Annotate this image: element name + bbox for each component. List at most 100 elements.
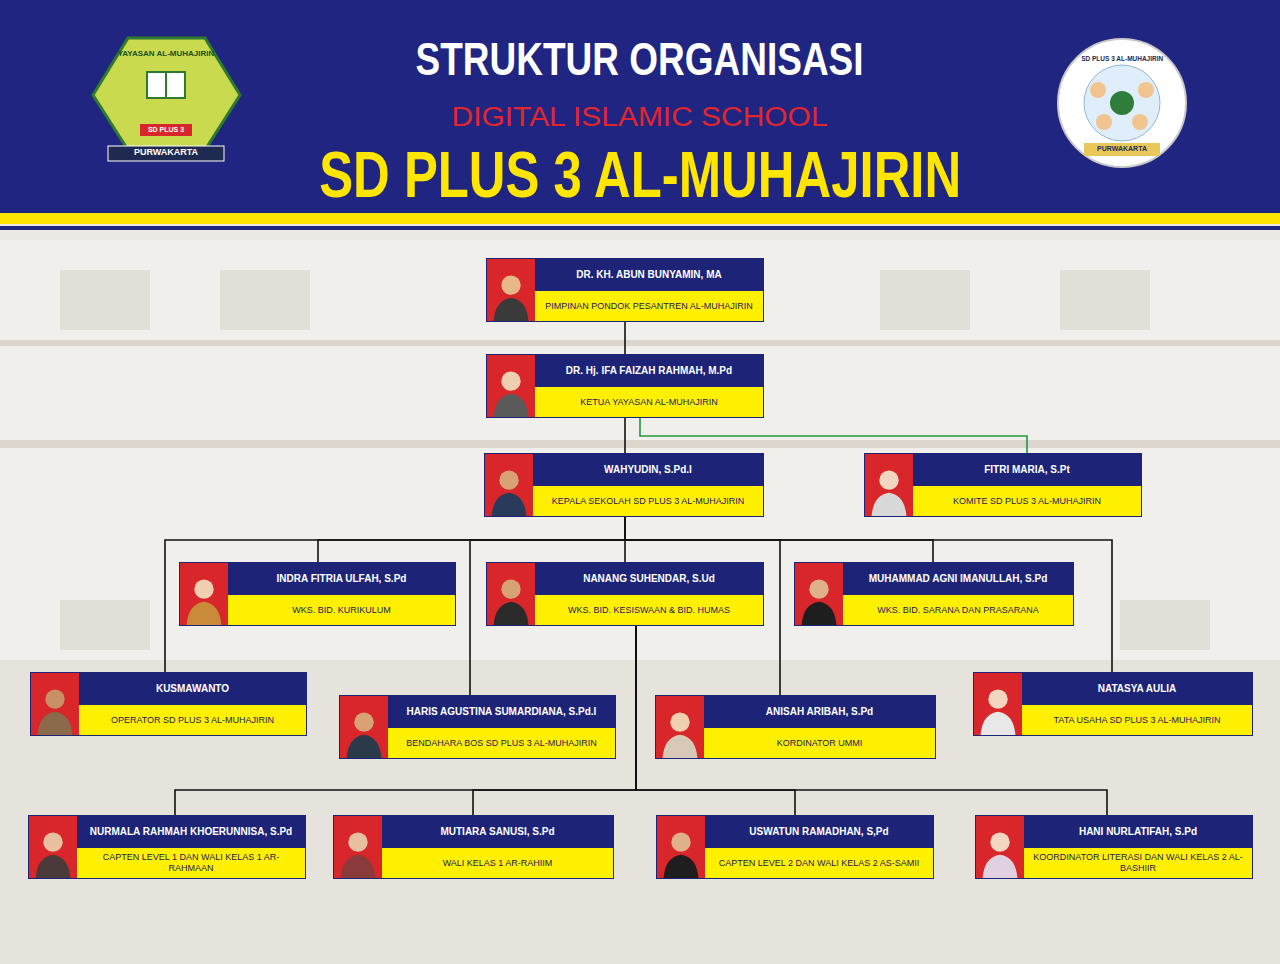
person-card: WAHYUDIN, S.Pd.IKEPALA SEKOLAH SD PLUS 3…: [484, 453, 764, 517]
portrait-frame: [29, 816, 77, 878]
portrait-frame: [334, 816, 382, 878]
logo-figure: [1090, 82, 1106, 98]
portrait-body: [38, 712, 73, 735]
portrait-body: [494, 298, 529, 321]
logo-text: PURWAKARTA: [1097, 145, 1147, 153]
portrait-photo: [340, 696, 388, 758]
portrait-head: [879, 470, 898, 489]
portrait-body: [347, 735, 382, 758]
portrait-body: [663, 735, 698, 758]
person-name: ANISAH ARIBAH, S.Pd: [704, 696, 935, 727]
person-role: KORDINATOR UMMI: [704, 727, 935, 758]
portrait-photo: [656, 696, 704, 758]
portrait-body: [492, 493, 527, 516]
portrait-frame: [340, 696, 388, 758]
portrait-body: [494, 602, 529, 625]
portrait-frame: [487, 259, 535, 321]
logo-text: SD PLUS 3: [148, 126, 184, 134]
logo-figure: [1096, 114, 1112, 130]
portrait-frame: [31, 673, 79, 735]
portrait-frame: [180, 563, 228, 625]
header-stripe: [0, 226, 1280, 230]
portrait-frame: [974, 673, 1022, 735]
chart-title: STRUKTUR ORGANISASI: [416, 34, 864, 85]
person-card: INDRA FITRIA ULFAH, S.PdWKS. BID. KURIKU…: [179, 562, 456, 626]
person-name: MUHAMMAD AGNI IMANULLAH, S.Pd: [843, 563, 1073, 594]
building-wall: [0, 240, 1280, 660]
person-name: FITRI MARIA, S.Pt: [913, 454, 1141, 485]
portrait-head: [348, 832, 367, 851]
portrait-body: [872, 493, 907, 516]
portrait-photo: [485, 454, 533, 516]
header-band: [0, 0, 1280, 213]
logo-circle: [1058, 39, 1186, 167]
logo-ribbon: [1084, 143, 1160, 156]
portrait-head: [990, 832, 1009, 851]
school-heading: DIGITAL ISLAMIC SCHOOL: [452, 103, 828, 133]
portrait-photo: [795, 563, 843, 625]
logo-figure: [1110, 91, 1134, 115]
org-connector: [640, 418, 1027, 453]
person-card: KUSMAWANTOOPERATOR SD PLUS 3 AL-MUHAJIRI…: [30, 672, 307, 736]
person-role: TATA USAHA SD PLUS 3 AL-MUHAJIRIN: [1022, 704, 1252, 735]
ground: [0, 230, 1280, 964]
portrait-body: [341, 855, 376, 878]
person-role: WKS. BID. KURIKULUM: [228, 594, 455, 625]
portrait-frame: [795, 563, 843, 625]
portrait-frame: [487, 355, 535, 417]
portrait-body: [664, 855, 699, 878]
portrait-frame: [656, 696, 704, 758]
portrait-photo: [976, 816, 1024, 878]
person-card: NURMALA RAHMAH KHOERUNNISA, S.PdCAPTEN L…: [28, 815, 306, 879]
person-card: MUTIARA SANUSI, S.PdWALI KELAS 1 AR-RAHI…: [333, 815, 614, 879]
portrait-head: [670, 712, 689, 731]
person-role: KOORDINATOR LITERASI DAN WALI KELAS 2 AL…: [1024, 847, 1252, 878]
building-window: [60, 600, 150, 650]
person-card: NANANG SUHENDAR, S.UdWKS. BID. KESISWAAN…: [486, 562, 764, 626]
card-text-column: ANISAH ARIBAH, S.PdKORDINATOR UMMI: [704, 696, 935, 758]
person-name: MUTIARA SANUSI, S.Pd: [382, 816, 613, 847]
org-connector: [624, 322, 626, 354]
person-role: PIMPINAN PONDOK PESANTREN AL-MUHAJIRIN: [535, 290, 763, 321]
yard: [0, 660, 1280, 964]
school-heading: SD PLUS 3 AL-MUHAJIRIN: [319, 140, 961, 210]
portrait-photo: [180, 563, 228, 625]
logo-hexagon: [93, 38, 240, 150]
building-window: [220, 270, 310, 330]
portrait-head: [988, 689, 1007, 708]
person-card: FITRI MARIA, S.PtKOMITE SD PLUS 3 AL-MUH…: [864, 453, 1142, 517]
portrait-body: [981, 712, 1016, 735]
card-text-column: MUHAMMAD AGNI IMANULLAH, S.PdWKS. BID. S…: [843, 563, 1073, 625]
portrait-body: [802, 602, 837, 625]
portrait-photo: [29, 816, 77, 878]
card-text-column: DR. KH. ABUN BUNYAMIN, MAPIMPINAN PONDOK…: [535, 259, 763, 321]
logo-text: PURWAKARTA: [134, 148, 198, 158]
card-text-column: NANANG SUHENDAR, S.UdWKS. BID. KESISWAAN…: [535, 563, 763, 625]
person-name: KUSMAWANTO: [79, 673, 306, 704]
portrait-photo: [865, 454, 913, 516]
portrait-frame: [485, 454, 533, 516]
building-floor-line: [0, 440, 1280, 448]
logo-ribbon: [140, 124, 192, 136]
person-name: HANI NURLATIFAH, S.Pd: [1024, 816, 1252, 847]
building-window: [60, 270, 150, 330]
portrait-body: [983, 855, 1018, 878]
building-window: [1060, 270, 1150, 330]
person-role: KEPALA SEKOLAH SD PLUS 3 AL-MUHAJIRIN: [533, 485, 763, 516]
portrait-body: [187, 602, 222, 625]
logo-inner-circle: [1084, 65, 1160, 141]
logo-text: SD PLUS 3 AL-MUHAJIRIN: [1081, 55, 1163, 63]
portrait-head: [194, 579, 213, 598]
header-stripe: [0, 213, 1280, 224]
card-text-column: NATASYA AULIATATA USAHA SD PLUS 3 AL-MUH…: [1022, 673, 1252, 735]
logo-band: [108, 146, 224, 161]
card-text-column: INDRA FITRIA ULFAH, S.PdWKS. BID. KURIKU…: [228, 563, 455, 625]
logo-figure: [1138, 82, 1154, 98]
person-name: WAHYUDIN, S.Pd.I: [533, 454, 763, 485]
card-text-column: NURMALA RAHMAH KHOERUNNISA, S.PdCAPTEN L…: [77, 816, 305, 878]
card-text-column: HANI NURLATIFAH, S.PdKOORDINATOR LITERAS…: [1024, 816, 1252, 878]
card-text-column: DR. Hj. IFA FAIZAH RAHMAH, M.PdKETUA YAY…: [535, 355, 763, 417]
portrait-frame: [865, 454, 913, 516]
